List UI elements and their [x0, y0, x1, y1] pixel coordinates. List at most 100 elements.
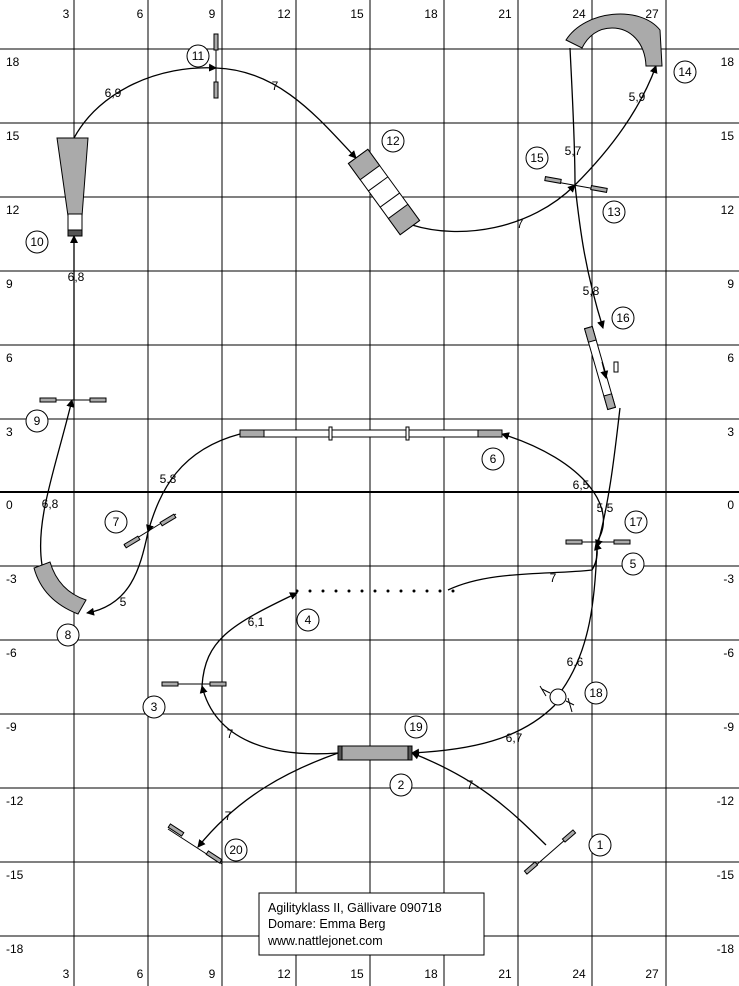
y-axis-labels-right: 18 15 12 9 6 3 0 -3 -6 -9 -12 -15 -18: [717, 55, 735, 956]
obstacle-number-label: 9: [34, 414, 41, 428]
y-tick-label: -3: [6, 572, 17, 586]
x-tick-label: 15: [350, 7, 364, 21]
y-tick-label: 0: [727, 498, 734, 512]
distance-label: 7: [467, 778, 474, 792]
jump-obstacle-20: [167, 823, 223, 865]
jump-obstacle-3: [161, 681, 227, 687]
x-tick-label: 3: [63, 7, 70, 21]
distance-label: 6,1: [248, 615, 265, 629]
obstacle-number-2: 2: [389, 773, 413, 797]
path-segment-12-13: [411, 184, 576, 233]
obstacle-number-13: 13: [602, 200, 626, 224]
obstacle-number-label: 20: [229, 843, 243, 857]
x-tick-label: 6: [137, 7, 144, 21]
distance-label: 5,7: [565, 144, 582, 158]
y-tick-label: 12: [721, 203, 735, 217]
path-segment-6-7: [146, 433, 241, 533]
path-segment-1-2: [411, 751, 547, 846]
distance-label: 7: [550, 571, 557, 585]
obstacle-number-label: 11: [192, 49, 205, 63]
obstacle-number-3: 3: [142, 695, 166, 719]
x-tick-label: 18: [424, 967, 438, 981]
obstacle-number-9: 9: [25, 409, 49, 433]
path-segment-5-6: [501, 432, 605, 544]
x-axis-labels-bottom: 3 6 9 12 15 18 21 24 27: [63, 967, 659, 981]
obstacle-number-8: 8: [56, 623, 80, 647]
obstacles: [33, 13, 663, 875]
y-tick-label: 18: [721, 55, 735, 69]
obstacle-number-label: 6: [490, 452, 497, 466]
path-segment-18-19: [411, 704, 556, 757]
y-tick-label: -6: [723, 646, 734, 660]
path-segment-10-11: [73, 63, 217, 139]
obstacle-number-19: 19: [404, 715, 428, 739]
tunnel-obstacle-14: [565, 13, 663, 67]
x-tick-label: 6: [137, 967, 144, 981]
y-tick-label: 0: [6, 498, 13, 512]
x-tick-label: 24: [572, 967, 586, 981]
distance-label: 6,8: [68, 270, 85, 284]
x-tick-label: 12: [277, 967, 291, 981]
distance-label: 6,5: [573, 478, 590, 492]
y-tick-label: 3: [727, 425, 734, 439]
distance-label: 6,9: [105, 86, 122, 100]
y-tick-label: 6: [6, 351, 13, 365]
obstacle-number-label: 1: [597, 838, 604, 852]
obstacle-number-20: 20: [224, 838, 248, 862]
path-segment-8-9: [39, 399, 75, 566]
obstacle-number-7: 7: [104, 510, 128, 534]
obstacle-number-label: 16: [616, 311, 630, 325]
obstacle-number-16: 16: [611, 306, 635, 330]
tunnel-obstacle-2: [337, 745, 413, 761]
distance-label: 5,5: [597, 501, 614, 515]
jump-obstacle-1: [523, 829, 577, 875]
obstacle-number-1: 1: [588, 833, 612, 857]
jump-obstacle-5: [565, 539, 631, 545]
path-segment-17-18: [561, 546, 598, 691]
y-tick-label: -18: [6, 942, 24, 956]
obstacle-number-label: 2: [398, 778, 405, 792]
x-tick-label: 27: [645, 7, 659, 21]
path-segment-3-4: [201, 592, 298, 687]
weave-poles-obstacle-4: [295, 589, 455, 593]
y-tick-label: 18: [6, 55, 20, 69]
obstacle-number-label: 13: [607, 205, 621, 219]
y-tick-label: -6: [6, 646, 17, 660]
y-axis-labels-left: 18 15 12 9 6 3 0 -3 -6 -9 -12 -15 -18: [6, 55, 24, 956]
y-tick-label: -15: [717, 868, 735, 882]
x-tick-label: 9: [209, 967, 216, 981]
distance-label: 7: [227, 727, 234, 741]
distance-label: 7: [225, 809, 232, 823]
obstacle-number-label: 17: [629, 515, 643, 529]
path-segment-7-8: [86, 531, 149, 616]
x-tick-label: 15: [350, 967, 364, 981]
y-tick-label: -12: [717, 794, 735, 808]
distance-label: 5,8: [583, 284, 600, 298]
dog-path: [39, 47, 658, 848]
obstacle-number-17: 17: [624, 510, 648, 534]
chute-obstacle-10: [56, 137, 89, 237]
obstacle-number-5: 5: [621, 552, 645, 576]
x-tick-label: 3: [63, 967, 70, 981]
distance-label: 5,9: [629, 90, 646, 104]
course-info-box: Agilityklass II, Gällivare 090718 Domare…: [258, 892, 485, 956]
jump-obstacle-9: [39, 397, 107, 403]
obstacle-number-label: 10: [30, 235, 44, 249]
obstacle-number-label: 3: [151, 700, 158, 714]
obstacle-number-6: 6: [481, 447, 505, 471]
x-tick-label: 9: [209, 7, 216, 21]
judge-name: Domare: Emma Berg: [268, 917, 385, 931]
obstacle-number-15: 15: [525, 146, 549, 170]
y-tick-label: -12: [6, 794, 24, 808]
obstacle-number-label: 12: [386, 134, 400, 148]
y-tick-label: -9: [6, 720, 17, 734]
y-tick-label: -3: [723, 572, 734, 586]
path-segment-14-15: [569, 47, 576, 186]
path-segment-19-20: [197, 752, 339, 848]
y-tick-label: 9: [727, 277, 734, 291]
tire-obstacle-18: [539, 685, 575, 713]
y-tick-label: 12: [6, 203, 20, 217]
path-segment-15-16: [574, 184, 605, 329]
distance-label: 5: [120, 595, 127, 609]
